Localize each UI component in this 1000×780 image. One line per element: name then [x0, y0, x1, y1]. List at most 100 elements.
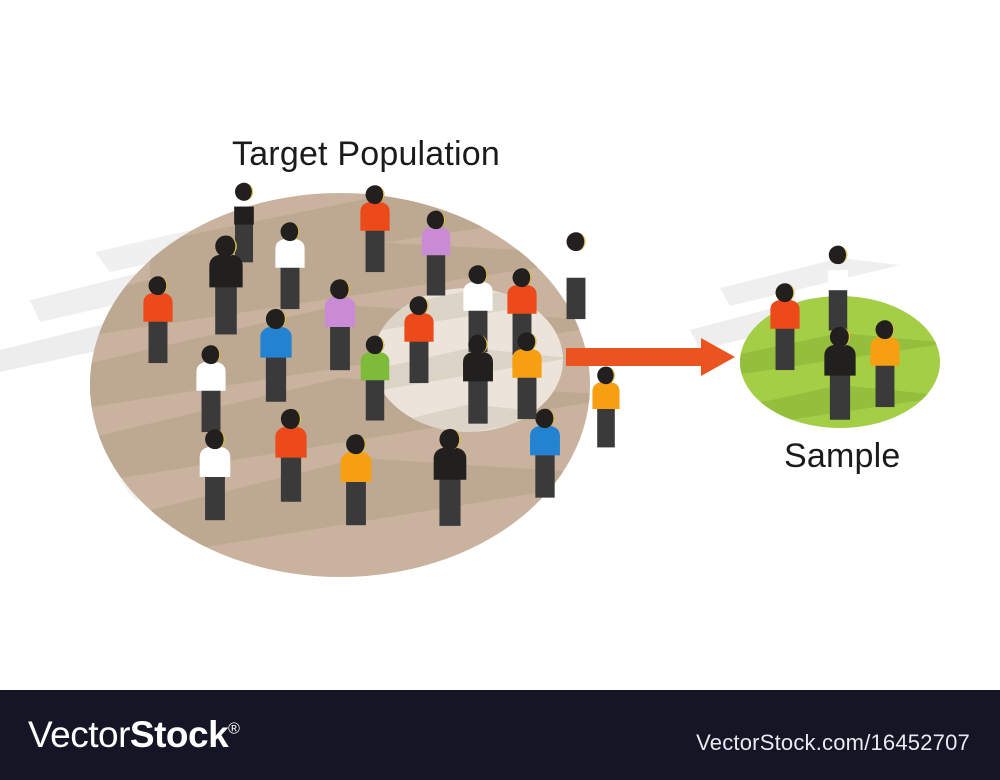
person-figure — [870, 320, 900, 408]
person-legs — [365, 378, 385, 421]
person-face — [217, 429, 225, 449]
person-hair — [828, 245, 848, 265]
person-face — [293, 409, 302, 429]
person-torso — [827, 270, 849, 291]
person-figure — [433, 428, 467, 526]
person-figure — [260, 308, 292, 402]
person-hair — [330, 279, 350, 300]
person-head — [775, 283, 795, 303]
person-legs — [330, 325, 350, 371]
person-head — [468, 334, 488, 355]
artboard — [0, 182, 940, 577]
person-hair — [346, 434, 366, 455]
person-hair — [517, 332, 537, 352]
person-face — [452, 429, 461, 450]
person-head — [409, 296, 429, 316]
person-legs — [365, 229, 385, 273]
person-face — [438, 211, 446, 229]
person-face — [608, 366, 615, 384]
highlight-people — [404, 296, 542, 424]
person-face — [480, 265, 488, 284]
person-hair — [829, 326, 851, 348]
person-hair — [439, 428, 461, 451]
person-hair — [234, 182, 254, 201]
person-face — [342, 279, 350, 299]
sample-people — [770, 245, 900, 420]
person-figure — [421, 210, 451, 296]
person-torso — [561, 248, 591, 278]
person-torso — [512, 348, 542, 378]
person-legs — [566, 276, 586, 320]
person-figure — [561, 232, 591, 320]
person-legs — [409, 340, 429, 384]
person-hair — [205, 429, 225, 450]
person-face — [278, 309, 287, 329]
light-streak — [720, 258, 900, 306]
person-face — [213, 345, 221, 364]
person-hair — [265, 308, 287, 330]
person-head — [517, 332, 537, 352]
person-figure — [275, 408, 307, 502]
person-head — [426, 210, 446, 230]
person-face — [377, 336, 385, 354]
person-head — [215, 235, 237, 258]
person-figure — [827, 245, 849, 331]
person-face — [480, 335, 488, 354]
person-legs — [828, 288, 848, 331]
person-head — [346, 434, 366, 455]
person-face — [246, 183, 254, 201]
person-figure — [770, 283, 800, 371]
person-legs — [597, 407, 615, 448]
person-head — [365, 335, 385, 355]
person-head — [365, 185, 385, 205]
person-figure — [209, 235, 243, 335]
person-face — [358, 434, 366, 454]
person-head — [828, 245, 848, 265]
person-hair — [775, 283, 795, 303]
person-torso — [530, 425, 560, 456]
person-torso — [824, 344, 856, 376]
person-figure — [234, 182, 254, 263]
person-head — [829, 326, 851, 348]
registered-trademark-icon: ® — [228, 720, 240, 738]
person-face — [887, 320, 895, 339]
person-head — [875, 320, 895, 340]
transfer-arrow — [566, 338, 735, 376]
person-hair — [280, 222, 300, 242]
person-legs — [265, 355, 287, 402]
person-head — [439, 428, 461, 451]
person-torso — [404, 312, 434, 342]
person-figure — [360, 335, 390, 421]
person-legs — [875, 364, 895, 408]
person-hair — [468, 265, 488, 285]
person-figure — [592, 366, 620, 448]
person-torso — [360, 351, 390, 381]
person-torso — [196, 361, 226, 391]
person-torso — [324, 296, 356, 327]
person-face — [578, 232, 586, 251]
person-figure — [340, 434, 372, 526]
person-torso — [199, 446, 231, 477]
person-legs — [535, 453, 555, 498]
person-figure — [275, 222, 305, 310]
person-hair — [280, 408, 302, 430]
person-head — [234, 182, 254, 201]
person-head — [205, 429, 225, 450]
person-hair — [875, 320, 895, 340]
person-legs — [517, 376, 537, 420]
person-figure — [512, 332, 542, 420]
population-group — [90, 182, 620, 577]
person-torso — [143, 292, 173, 322]
person-figure — [143, 276, 173, 364]
person-face — [529, 332, 537, 351]
person-head — [330, 279, 350, 300]
person-face — [547, 409, 555, 428]
logo-text-stock: Stock — [129, 714, 229, 755]
person-torso — [421, 226, 451, 256]
person-head — [201, 345, 221, 365]
person-head — [597, 366, 615, 385]
person-torso — [592, 381, 620, 409]
person-torso — [870, 336, 900, 366]
person-torso — [433, 447, 467, 480]
